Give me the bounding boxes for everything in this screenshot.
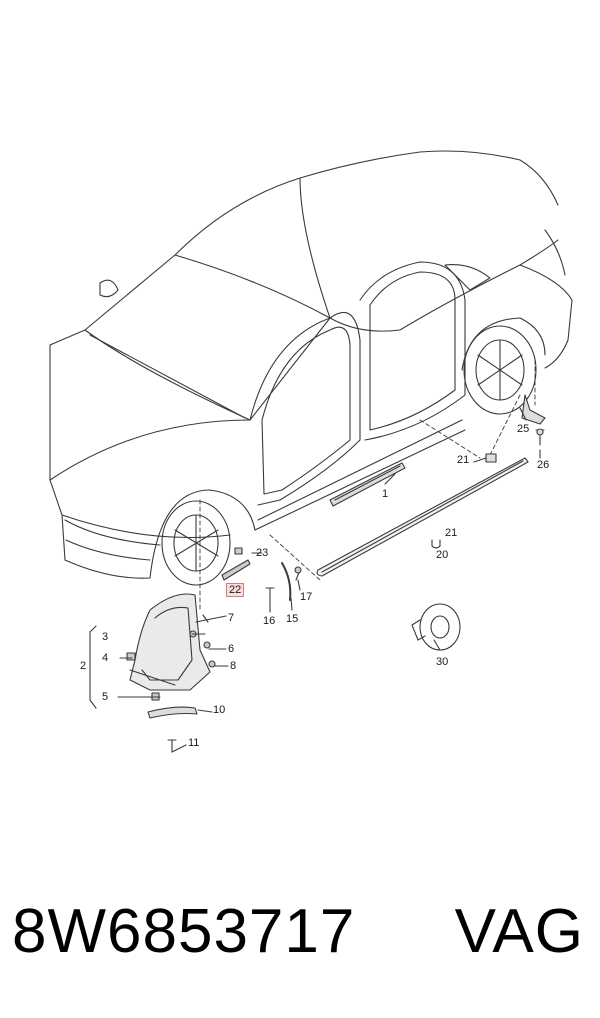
group-bracket-20 [431,539,441,549]
part-6-nut [203,641,211,649]
callout-7: 7 [228,612,235,624]
group-bracket-2 [89,625,97,709]
callout-4: 4 [102,652,109,664]
part-11-screw [167,739,177,753]
car-body-outline [49,150,573,586]
brand-label: VAG [454,897,584,966]
callout-11: 11 [188,737,200,749]
part-1-sill-trim [329,462,406,507]
callout-10: 10 [213,704,226,716]
leader-lines [199,359,536,611]
part-23-clip [234,547,243,555]
part-number: 8W6853717 [12,897,356,966]
part-16-screw [265,587,275,606]
callout-1: 1 [382,488,389,500]
callout-15: 15 [286,613,299,625]
callout-21-upper: 21 [457,454,470,466]
part-10-strip [147,706,198,719]
part-7-screw [202,614,209,623]
part-22-strip [221,559,251,581]
callout-16: 16 [263,615,276,627]
part-20-sill-strip [316,457,529,577]
wheel-liner-assembly [129,593,211,691]
callout-30: 30 [436,656,449,668]
callout-22: 22 [226,583,245,597]
part-4-clip [126,652,136,661]
part-30-tape-roll [411,603,461,651]
part-8-nut [208,660,216,668]
callout-3: 3 [102,631,109,643]
part-15-brace [281,562,292,601]
footer: 8W6853717 VAG [0,896,600,976]
part-21-clip [485,453,497,463]
callout-25: 25 [517,423,530,435]
callout-21-lower: 21 [445,527,458,539]
callout-26: 26 [537,459,550,471]
callout-2: 2 [80,660,87,672]
callout-5: 5 [102,691,109,703]
callout-17: 17 [300,591,313,603]
callout-20: 20 [436,549,449,561]
callout-6: 6 [228,643,235,655]
callout-23: 23 [256,547,269,559]
callout-8: 8 [230,660,237,672]
